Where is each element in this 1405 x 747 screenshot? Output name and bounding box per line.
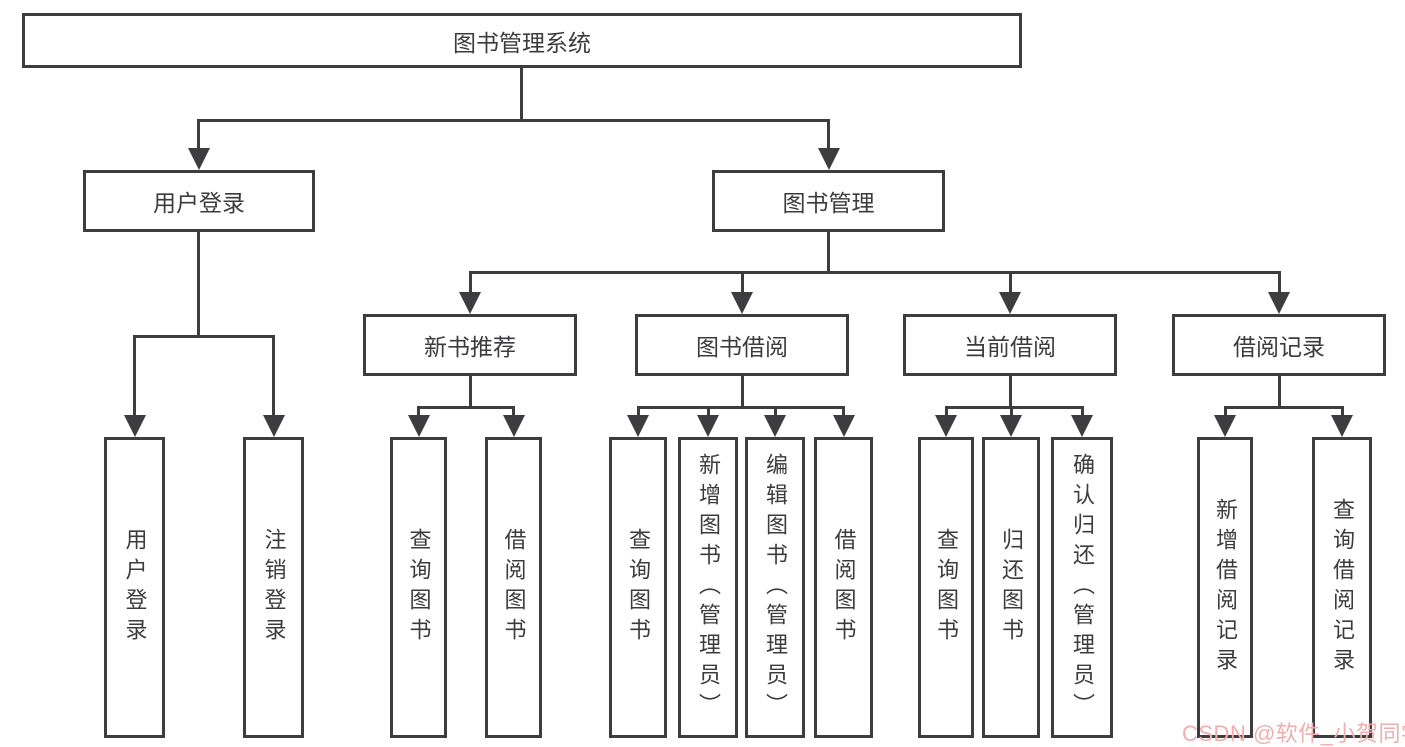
leaf-query-borrow-record: 查询借阅记录 <box>1312 437 1372 738</box>
leaf-confirm-return-admin-label: 确认归还（管理员） <box>1070 452 1095 723</box>
root-fork-drop-0-arrowhead <box>187 148 210 170</box>
node-new-book-recommend-label: 新书推荐 <box>424 334 516 360</box>
borrow-record-fork-drop-1 <box>1340 406 1344 417</box>
root-fork-drop-1-arrowhead <box>817 148 840 170</box>
borrow-record-fork-drop-0-arrowhead <box>1214 415 1236 437</box>
leaf-edit-books-admin: 编辑图书（管理员） <box>745 437 805 738</box>
watermark: CSDN @软件_小贺同学 <box>1182 721 1405 746</box>
node-root: 图书管理系统 <box>22 13 1022 68</box>
book-borrow-fork-drop-0 <box>636 406 640 417</box>
current-borrow-fork-stem <box>1008 376 1012 409</box>
leaf-add-borrow-record: 新增借阅记录 <box>1197 437 1253 738</box>
borrow-record-fork-stem <box>1277 376 1281 409</box>
book-borrow-fork-drop-2-arrowhead <box>764 415 786 437</box>
leaf-borrowing-borrow-books-label: 借阅图书 <box>831 527 857 648</box>
leaf-recommend-borrow-books: 借阅图书 <box>485 437 542 738</box>
node-user-login: 用户登录 <box>83 170 315 232</box>
book-mgmt-fork-drop-3-arrowhead <box>1268 292 1290 314</box>
node-user-login-label: 用户登录 <box>153 190 245 216</box>
leaf-return-books: 归还图书 <box>982 437 1040 738</box>
book-borrow-fork-drop-2 <box>773 406 777 417</box>
root-fork-drop-0 <box>197 119 200 150</box>
root-fork-stem <box>519 68 523 122</box>
leaf-borrowing-borrow-books: 借阅图书 <box>814 437 873 738</box>
leaf-current-query-books-label: 查询图书 <box>934 527 959 648</box>
book-borrow-fork-drop-0-arrowhead <box>627 415 649 437</box>
node-book-management-label: 图书管理 <box>782 190 875 216</box>
node-book-borrowing: 图书借阅 <box>635 314 849 376</box>
current-borrow-fork-bar <box>944 406 1084 409</box>
user-login-fork-bar <box>133 335 275 338</box>
leaf-user-login: 用户登录 <box>104 437 165 738</box>
book-mgmt-fork-bar <box>468 271 1281 274</box>
borrow-record-fork-drop-1-arrowhead <box>1331 415 1353 437</box>
current-borrow-fork-drop-1 <box>1009 406 1013 417</box>
leaf-query-borrow-record-label: 查询借阅记录 <box>1330 497 1355 678</box>
node-borrowing-records-label: 借阅记录 <box>1233 334 1325 360</box>
current-borrow-fork-drop-1-arrowhead <box>1000 415 1022 437</box>
leaf-recommend-query-books-label: 查询图书 <box>406 527 432 648</box>
book-borrow-fork-bar <box>636 406 845 409</box>
book-mgmt-fork-drop-2 <box>1008 271 1012 294</box>
leaf-current-query-books: 查询图书 <box>918 437 974 738</box>
leaf-logout-label: 注销登录 <box>261 527 287 648</box>
leaf-borrowing-query-books-label: 查询图书 <box>626 527 651 648</box>
leaf-user-login-label: 用户登录 <box>122 527 148 648</box>
current-borrow-fork-drop-0-arrowhead <box>935 415 957 437</box>
leaf-borrowing-query-books: 查询图书 <box>609 437 667 738</box>
new-book-fork-drop-0 <box>417 406 420 417</box>
new-book-fork-drop-1-arrowhead <box>502 415 525 437</box>
new-book-fork-drop-1 <box>512 406 515 417</box>
node-borrowing-records: 借阅记录 <box>1172 314 1386 376</box>
leaf-confirm-return-admin: 确认归还（管理员） <box>1051 437 1113 738</box>
node-current-borrowing: 当前借阅 <box>903 314 1117 376</box>
user-login-fork-drop-0-arrowhead <box>123 415 146 437</box>
current-borrow-fork-drop-2 <box>1080 406 1084 417</box>
node-book-management: 图书管理 <box>712 170 945 232</box>
new-book-fork-bar <box>417 406 515 409</box>
leaf-recommend-borrow-books-label: 借阅图书 <box>501 527 527 648</box>
book-mgmt-fork-drop-3 <box>1277 271 1281 294</box>
leaf-add-books-admin: 新增图书（管理员） <box>678 437 738 738</box>
current-borrow-fork-drop-0 <box>944 406 948 417</box>
book-mgmt-fork-stem <box>827 232 830 274</box>
new-book-fork-drop-0-arrowhead <box>407 415 430 437</box>
book-mgmt-fork-drop-2-arrowhead <box>999 292 1021 314</box>
leaf-return-books-label: 归还图书 <box>999 527 1024 648</box>
book-mgmt-fork-drop-0-arrowhead <box>459 292 481 314</box>
user-login-fork-drop-0 <box>133 335 136 417</box>
user-login-fork-drop-1-arrowhead <box>262 415 285 437</box>
leaf-logout: 注销登录 <box>243 437 304 738</box>
user-login-fork-stem <box>197 232 200 338</box>
node-new-book-recommend: 新书推荐 <box>363 314 577 376</box>
book-mgmt-fork-drop-1 <box>740 271 744 294</box>
leaf-edit-books-admin-label: 编辑图书（管理员） <box>763 452 788 723</box>
leaf-add-books-admin-label: 新增图书（管理员） <box>696 452 721 723</box>
new-book-fork-stem <box>468 376 472 409</box>
book-borrow-fork-stem <box>740 376 744 409</box>
root-fork-bar <box>197 119 830 122</box>
node-book-borrowing-label: 图书借阅 <box>696 334 788 360</box>
book-borrow-fork-drop-1-arrowhead <box>697 415 719 437</box>
leaf-add-borrow-record-label: 新增借阅记录 <box>1213 497 1238 678</box>
node-current-borrowing-label: 当前借阅 <box>964 334 1056 360</box>
current-borrow-fork-drop-2-arrowhead <box>1071 415 1093 437</box>
leaf-recommend-query-books: 查询图书 <box>390 437 447 738</box>
book-mgmt-fork-drop-1-arrowhead <box>731 292 753 314</box>
book-mgmt-fork-drop-0 <box>468 271 472 294</box>
node-root-label: 图书管理系统 <box>453 29 591 56</box>
root-fork-drop-1 <box>827 119 830 150</box>
book-borrow-fork-drop-1 <box>706 406 710 417</box>
book-borrow-fork-drop-3-arrowhead <box>832 415 855 437</box>
borrow-record-fork-bar <box>1223 406 1344 409</box>
borrow-record-fork-drop-0 <box>1223 406 1227 417</box>
user-login-fork-drop-1 <box>272 335 275 417</box>
book-borrow-fork-drop-3 <box>842 406 845 417</box>
